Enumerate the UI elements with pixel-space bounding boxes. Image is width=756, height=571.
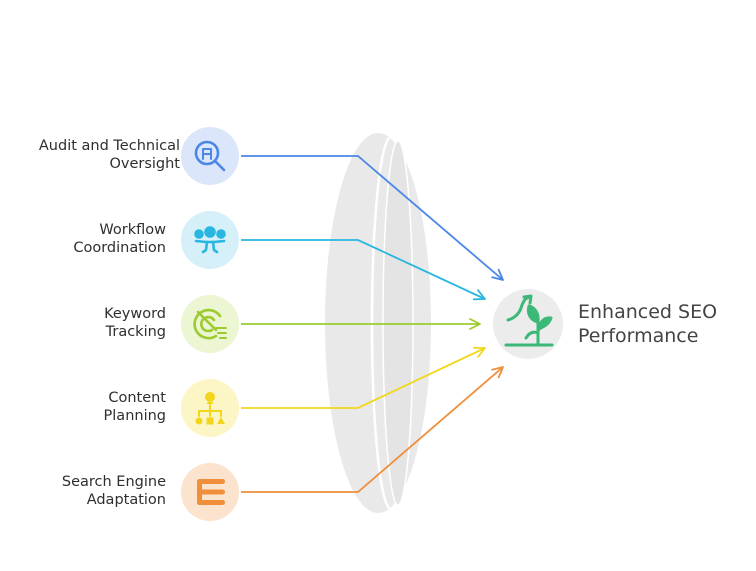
- connector-1: [241, 155, 504, 281]
- input-icons: [181, 127, 239, 521]
- input-node-1: [181, 127, 239, 185]
- elementor-adaptation-icon: [193, 478, 225, 506]
- input-label-line: Tracking: [105, 324, 166, 340]
- icon-circle: [181, 211, 239, 269]
- input-label-line: Planning: [103, 408, 166, 424]
- output-label-line-1: Enhanced SEO: [578, 301, 718, 323]
- connector-4: [241, 346, 486, 409]
- input-node-4: [181, 379, 239, 437]
- input-label-line: Workflow: [99, 222, 166, 238]
- connector-5: [241, 366, 504, 493]
- connector-3: [241, 318, 481, 330]
- team-coordination-icon: [194, 226, 226, 254]
- input-label-line: Search Engine: [61, 474, 166, 490]
- input-node-5: [181, 463, 239, 521]
- output-label: Enhanced SEO Performance: [578, 300, 717, 348]
- input-label-line: Oversight: [109, 156, 180, 172]
- input-label-line: Coordination: [73, 240, 166, 256]
- radar-tracking-icon: [193, 308, 227, 340]
- output-icon-circle: [493, 289, 563, 359]
- connector-lines: [241, 155, 504, 493]
- input-label-line: Keyword: [104, 306, 166, 322]
- output-node: [493, 289, 563, 359]
- input-node-3: [181, 295, 239, 353]
- lens-shape: [325, 133, 431, 513]
- search-audit-icon: [194, 140, 226, 172]
- input-node-2: [181, 211, 239, 269]
- growth-plant-icon: [504, 294, 554, 347]
- input-label-line: Content: [108, 390, 166, 406]
- input-label-line: Adaptation: [86, 492, 166, 508]
- input-label-line: Audit and Technical: [38, 138, 180, 154]
- hierarchy-planning-icon: [195, 392, 225, 425]
- connector-2: [241, 239, 486, 301]
- output-label-line-2: Performance: [578, 325, 699, 347]
